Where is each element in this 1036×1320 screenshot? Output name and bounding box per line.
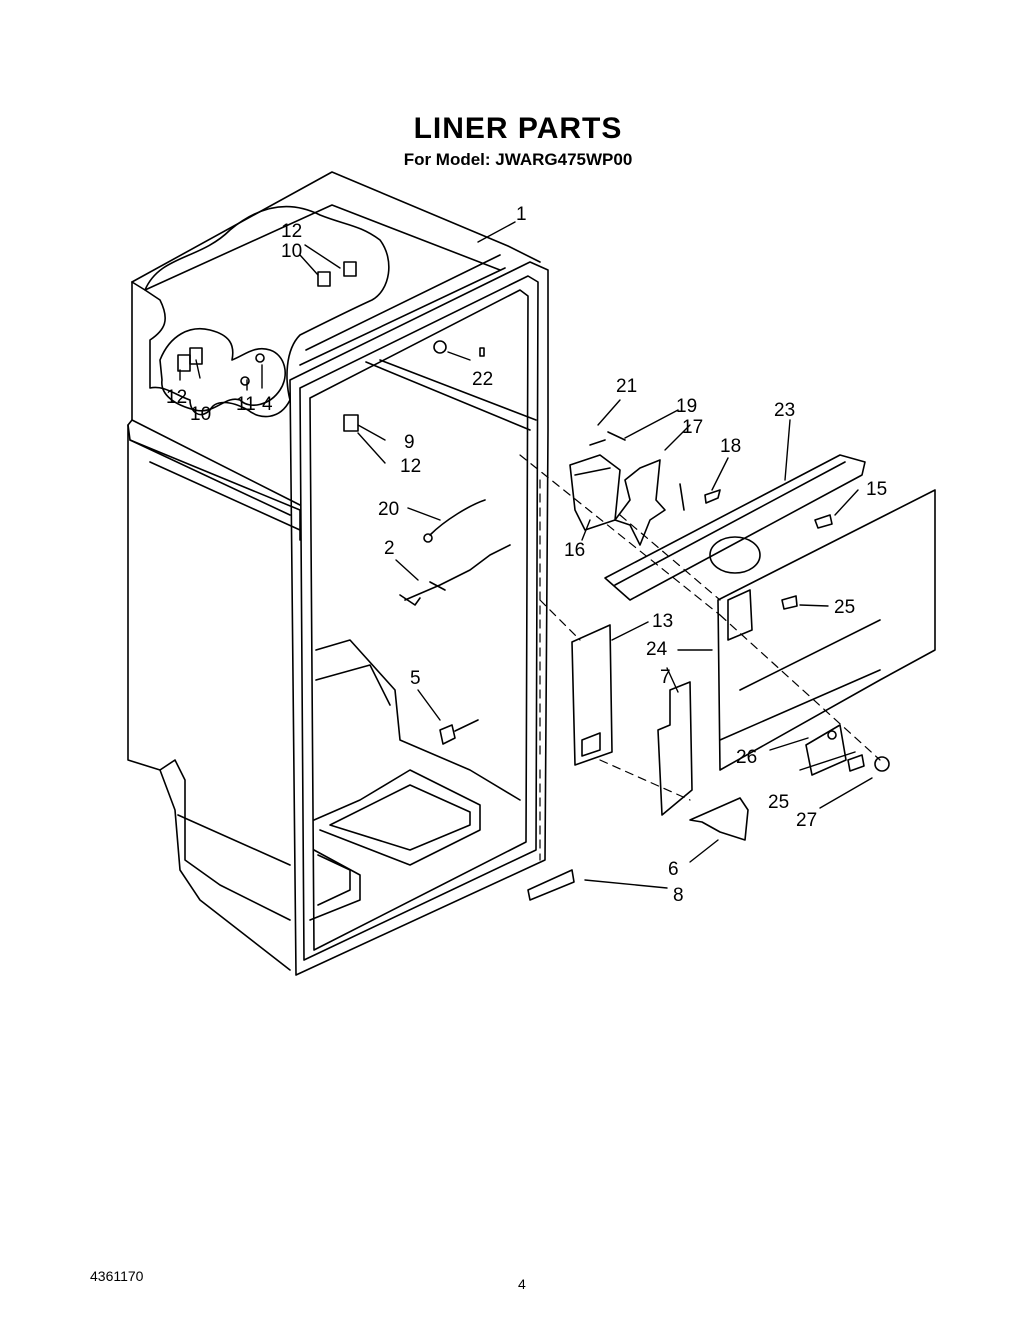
- callout-1: 1: [516, 204, 527, 225]
- callout-leaders: [179, 221, 873, 889]
- callout-11: 11: [236, 394, 256, 415]
- model-subtitle: For Model: JWARG475WP00: [403, 150, 633, 169]
- part-13-bracket: [571, 624, 613, 766]
- callout-9: 9: [404, 432, 415, 453]
- callout-12c: 12: [400, 456, 421, 477]
- callout-25a: 25: [834, 597, 855, 618]
- callout-25b: 25: [768, 792, 789, 813]
- part-5-screw: [439, 719, 479, 745]
- callout-15: 15: [866, 479, 887, 500]
- part-23-grille: [604, 454, 866, 601]
- callout-13: 13: [652, 611, 673, 632]
- callout-12b: 12: [166, 387, 187, 408]
- part-6-bracket: [689, 797, 749, 841]
- cabinet-clips: [177, 261, 485, 432]
- callout-18: 18: [720, 436, 741, 457]
- callout-22: 22: [472, 369, 493, 390]
- callout-10a: 10: [281, 241, 302, 262]
- document-number: 4361170: [90, 1268, 144, 1284]
- liner-interior: [309, 639, 521, 921]
- insulation-patch-top: [144, 205, 390, 418]
- page-number: 4: [518, 1276, 526, 1292]
- part-2-harness: [399, 544, 511, 606]
- part-7-duct: [657, 681, 693, 816]
- callout-2: 2: [384, 538, 395, 559]
- insulation-patch-side: [159, 328, 286, 412]
- callout-12a: 12: [281, 221, 302, 242]
- part-26-bracket: [805, 724, 847, 776]
- callout-7: 7: [660, 667, 671, 688]
- callout-23: 23: [774, 400, 795, 421]
- part-15-screw: [814, 514, 833, 529]
- cabinet-shell: [127, 171, 541, 971]
- callout-17: 17: [682, 417, 703, 438]
- assembly-guide-lines: [519, 454, 881, 861]
- part-18-screw: [704, 489, 721, 504]
- liner-frame: [289, 254, 549, 976]
- callout-8: 8: [673, 885, 684, 906]
- part-8-clip: [527, 869, 575, 901]
- part-17-fan-blade: [614, 459, 685, 546]
- callout-4: 4: [262, 394, 273, 415]
- callout-24: 24: [646, 639, 668, 660]
- callout-19: 19: [676, 396, 697, 417]
- page-title: LINER PARTS: [413, 112, 623, 145]
- callout-5: 5: [410, 668, 421, 689]
- part-20-tube: [423, 499, 486, 543]
- callout-20: 20: [378, 499, 399, 520]
- callout-27: 27: [796, 810, 817, 831]
- callout-labels: 1 12 10 22 12 10 11 4 9 12 20 2 5 21 19 …: [166, 204, 887, 906]
- callout-16: 16: [564, 540, 585, 561]
- callout-10b: 10: [190, 404, 211, 425]
- part-27-cap: [847, 754, 890, 772]
- part-25-screw-upper: [781, 595, 798, 610]
- callout-6: 6: [668, 859, 679, 880]
- callout-26: 26: [736, 747, 757, 768]
- fan-motor-assembly: [569, 431, 626, 531]
- part-24-evaporator-cover: [717, 489, 936, 771]
- callout-21: 21: [616, 376, 637, 397]
